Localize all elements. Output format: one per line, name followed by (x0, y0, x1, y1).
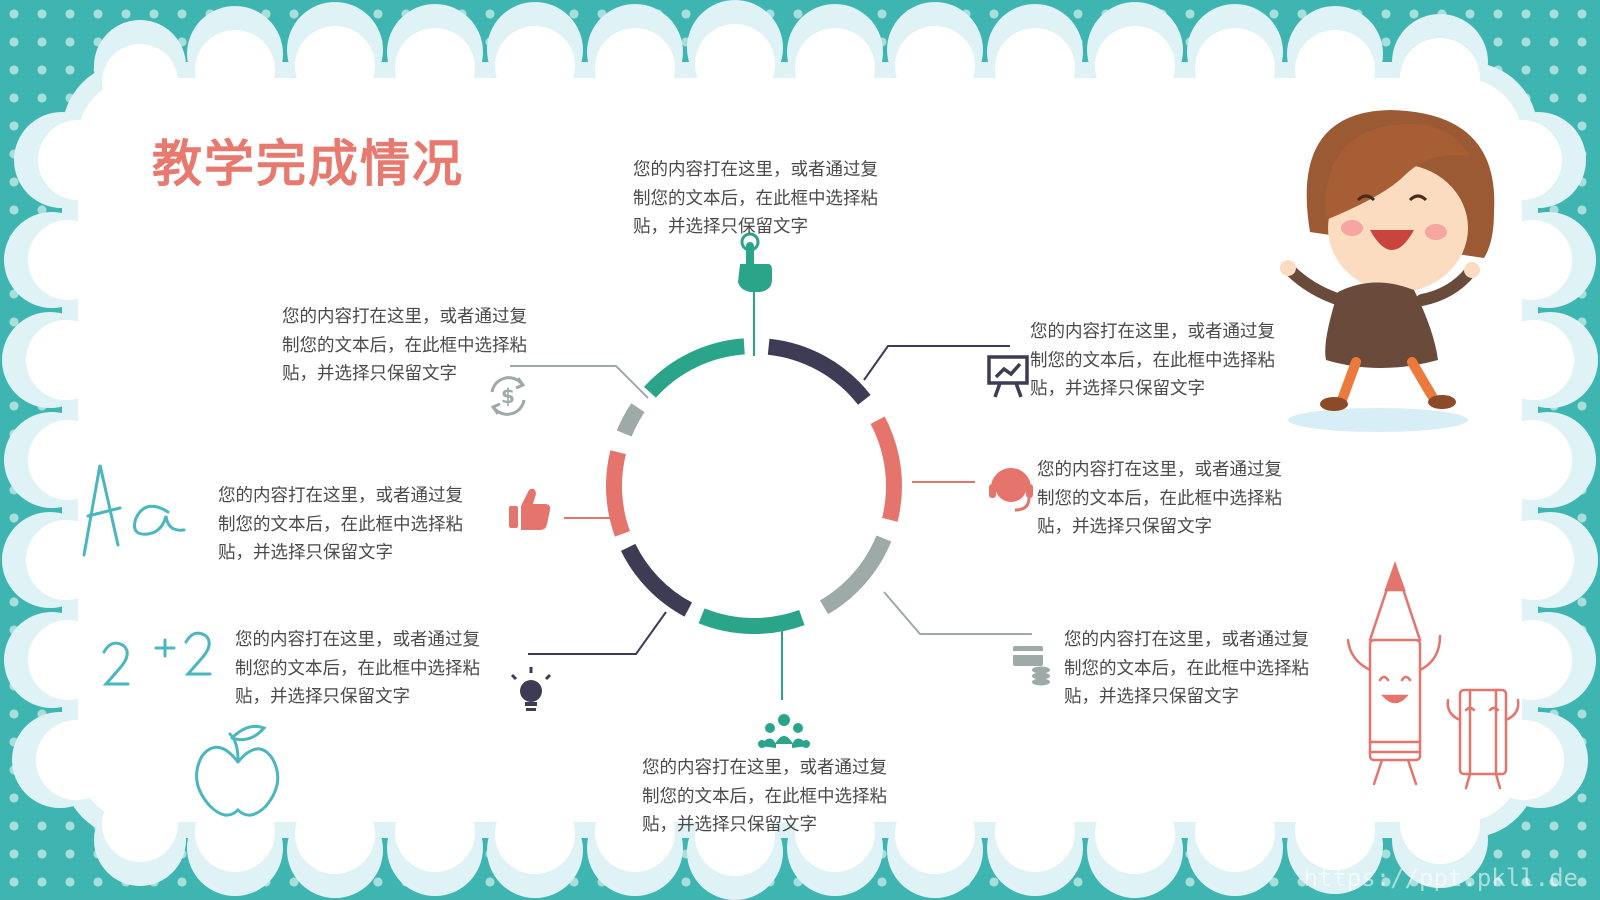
text-line: 您的内容打在这里，或者通过复 (282, 307, 527, 327)
dollar-cycle-icon: $ (490, 376, 526, 416)
doodle-math (102, 631, 212, 686)
text-line: 制您的文本后，在此框中选择粘 (1030, 350, 1275, 371)
text-line: 您的内容打在这里，或者通过复 (218, 486, 463, 506)
text-line: 您的内容打在这里，或者通过复 (1064, 630, 1309, 650)
watermark-url: https://ppt.pkll.de (1303, 864, 1578, 892)
pencil-sharpener-illustration (1346, 561, 1520, 790)
connector-bottom-right (883, 591, 1032, 635)
text-block-left: 您的内容打在这里，或者通过复 制您的文本后，在此框中选择粘 贴，并选择只保留文字 (218, 482, 508, 568)
text-block-top-right: 您的内容打在这里，或者通过复 制您的文本后，在此框中选择粘 贴，并选择只保留文字 (1030, 318, 1320, 404)
ring-segment-navy-bottom (620, 543, 693, 617)
text-line: 您的内容打在这里，或者通过复 (1037, 460, 1282, 480)
text-block-bottom: 您的内容打在这里，或者通过复 制您的文本后，在此框中选择粘 贴，并选择只保留文字 (642, 754, 932, 840)
text-line: 制您的文本后，在此框中选择粘 (1064, 658, 1309, 679)
ring-segment-gray-right (819, 535, 892, 615)
doodle-apple (195, 724, 280, 817)
page-title: 教学完成情况 (152, 135, 464, 193)
ring-segment-navy-top (767, 338, 871, 405)
text-line: 贴，并选择只保留文字 (282, 364, 457, 384)
ring-segment-coral-right (870, 416, 902, 522)
text-line: 您的内容打在这里，或者通过复 (642, 758, 887, 778)
svg-text:$: $ (501, 384, 515, 408)
text-block-right: 您的内容打在这里，或者通过复 制您的文本后，在此框中选择粘 贴，并选择只保留文字 (1037, 456, 1327, 542)
ring-segment-teal-bottom (698, 608, 805, 634)
text-block-bottom-right: 您的内容打在这里，或者通过复 制您的文本后，在此框中选择粘 贴，并选择只保留文字 (1064, 626, 1354, 712)
text-line: 制您的文本后，在此框中选择粘 (1037, 488, 1282, 509)
text-line: 您的内容打在这里，或者通过复 (1030, 322, 1275, 342)
text-line: 您的内容打在这里，或者通过复 (235, 630, 480, 650)
text-line: 贴，并选择只保留文字 (1030, 379, 1205, 399)
ring-diagram (606, 338, 902, 634)
text-block-bottom-left: 您的内容打在这里，或者通过复 制您的文本后，在此框中选择粘 贴，并选择只保留文字 (235, 626, 525, 712)
text-line: 贴，并选择只保留文字 (1064, 687, 1239, 707)
ring-segment-gray-left (616, 403, 645, 437)
headset-icon (989, 468, 1033, 512)
connector-bottom-left (528, 611, 667, 655)
text-line: 贴，并选择只保留文字 (633, 217, 808, 237)
connector-lines (510, 292, 1032, 700)
ring-segment-coral-left (606, 450, 631, 537)
text-line: 制您的文本后，在此框中选择粘 (642, 786, 887, 807)
presentation-board-icon (987, 355, 1029, 398)
text-line: 贴，并选择只保留文字 (235, 687, 410, 707)
pointer-hand-icon (738, 232, 772, 292)
text-block-top: 您的内容打在这里，或者通过复 制您的文本后，在此框中选择粘 贴，并选择只保留文字 (633, 156, 923, 242)
text-line: 贴，并选择只保留文字 (1037, 517, 1212, 537)
connector-top-left (510, 365, 649, 399)
doodle-letters (82, 464, 186, 557)
text-line: 制您的文本后，在此框中选择粘 (282, 335, 527, 356)
text-block-top-left: 您的内容打在这里，或者通过复 制您的文本后，在此框中选择粘 贴，并选择只保留文字 (282, 303, 572, 389)
text-line: 贴，并选择只保留文字 (218, 543, 393, 563)
text-line: 制您的文本后，在此框中选择粘 (633, 188, 878, 209)
cartoon-girl-illustration (1280, 110, 1495, 432)
text-line: 贴，并选择只保留文字 (642, 815, 817, 835)
team-icon (758, 714, 810, 748)
text-line: 制您的文本后，在此框中选择粘 (218, 514, 463, 535)
text-line: 您的内容打在这里，或者通过复 (633, 160, 878, 180)
ring-segment-teal-top (644, 338, 745, 398)
lightbulb-icon (510, 667, 552, 711)
connector-top-right (863, 345, 1010, 381)
thumbs-up-icon (509, 488, 551, 530)
credit-card-coins-icon (1013, 646, 1050, 686)
text-line: 制您的文本后，在此框中选择粘 (235, 658, 480, 679)
